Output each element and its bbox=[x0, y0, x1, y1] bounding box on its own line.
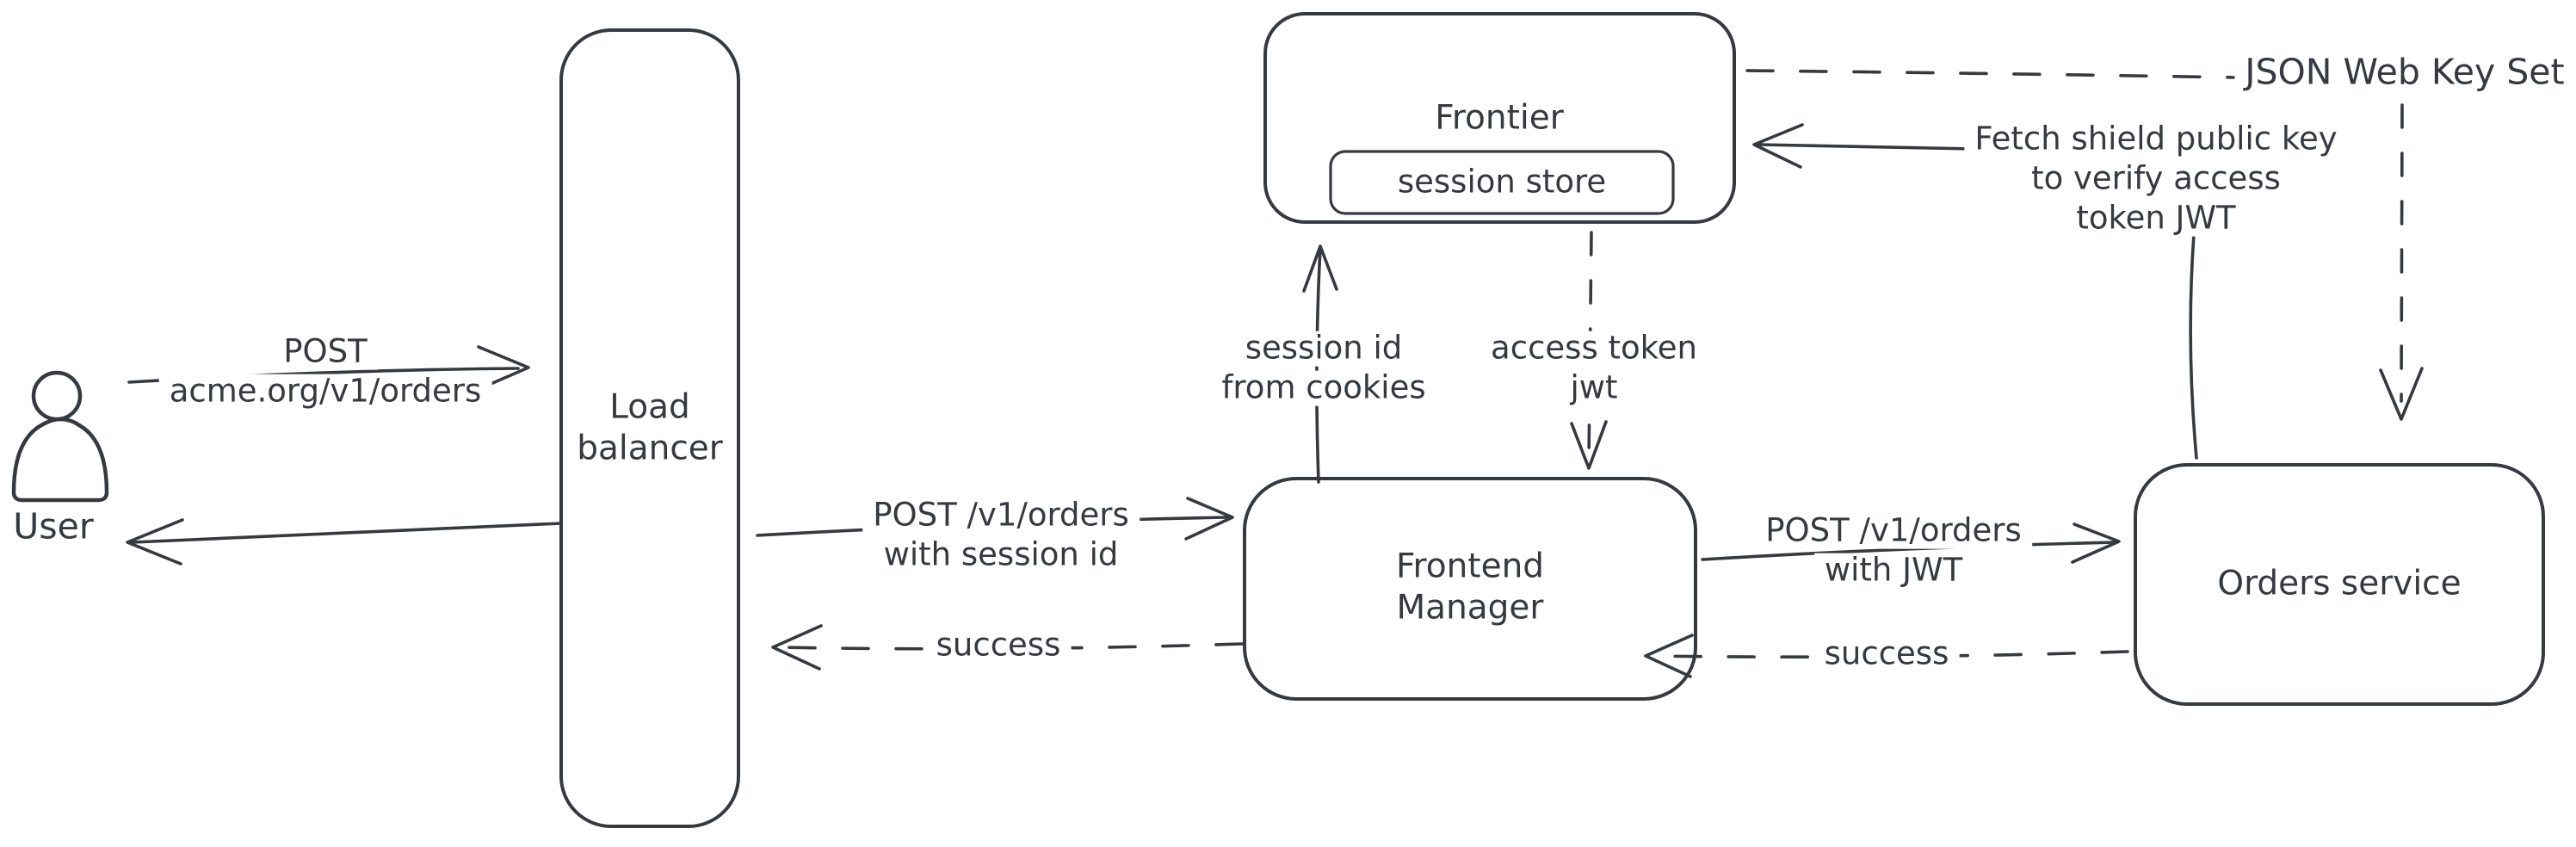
edge-label-line: with session id bbox=[873, 537, 1129, 573]
orders-service-box bbox=[2134, 463, 2545, 706]
jwks-label: JSON Web Key Set bbox=[2234, 53, 2575, 92]
edge-label-line: acme.org/v1/orders bbox=[158, 374, 492, 410]
edge-label-line: POST /v1/orders bbox=[1755, 513, 2032, 549]
node-label-line: Frontend bbox=[1395, 547, 1545, 586]
arrow-line bbox=[1701, 541, 2117, 561]
edge-label-session-id: session id from cookies bbox=[1211, 331, 1436, 406]
edge-label-line: from cookies bbox=[1211, 370, 1436, 406]
arrowhead-up bbox=[1302, 244, 1338, 293]
arrowhead-right bbox=[2071, 522, 2121, 564]
edge-label-line: token JWT bbox=[2066, 201, 2246, 237]
edge-label-fm-to-orders: POST /v1/orders with JWT bbox=[1755, 513, 2032, 589]
arrowhead-left bbox=[1644, 634, 1694, 678]
edge-label-user-to-lb: POST acme.org/v1/orders bbox=[158, 334, 492, 410]
arrowhead-left bbox=[126, 518, 184, 566]
arrowhead-left bbox=[1752, 123, 1804, 169]
frontend-manager-label: Frontend Manager bbox=[1391, 549, 1549, 628]
arrow-frontend-manager-to-orders-service bbox=[1701, 522, 2121, 564]
edge-label-line: access token bbox=[1480, 331, 1708, 367]
arrowhead-right bbox=[1184, 497, 1234, 541]
arrowhead-down bbox=[1570, 420, 1608, 470]
frontend-manager-box bbox=[1243, 477, 1697, 701]
session-store-box bbox=[1329, 150, 1675, 215]
user-body bbox=[11, 417, 109, 503]
edge-label-access-token: access token jwt bbox=[1480, 331, 1708, 406]
arrow-orders-service-to-frontier bbox=[1752, 123, 2198, 460]
load-balancer-box bbox=[559, 28, 740, 828]
edge-label-line: POST /v1/orders bbox=[862, 498, 1140, 534]
edge-label-line: with JWT bbox=[1813, 553, 1974, 589]
line-frontier-to-jwks bbox=[1745, 69, 2238, 79]
edge-label-orders-to-fm-success: success bbox=[1813, 636, 1960, 672]
edge-label-fm-to-lb-success: success bbox=[925, 628, 1072, 664]
node-label-line: Orders service bbox=[2217, 564, 2462, 603]
edge-label-line: success bbox=[925, 628, 1072, 664]
arrow-load-balancer-to-user bbox=[126, 518, 563, 566]
node-label-line: Manager bbox=[1396, 588, 1544, 628]
edge-label-line: POST bbox=[273, 334, 378, 370]
user-label-text: User bbox=[13, 505, 94, 547]
arrowhead-right bbox=[475, 345, 530, 392]
fetch-key-label: Fetch shield public key to verify access… bbox=[1964, 121, 2348, 237]
node-label-line: session store bbox=[1397, 163, 1607, 201]
edge-label-line: to verify access bbox=[2021, 161, 2291, 197]
node-label-line: Load bbox=[609, 387, 690, 427]
user-head bbox=[31, 370, 83, 422]
arrowhead-down bbox=[2379, 367, 2424, 421]
user-label: User bbox=[8, 507, 98, 546]
edge-label-line: jwt bbox=[1560, 370, 1628, 406]
user-figure bbox=[11, 370, 109, 503]
edge-label-line: JSON Web Key Set bbox=[2234, 53, 2575, 92]
load-balancer-label: Load balancer bbox=[571, 390, 728, 468]
session-store-label: session store bbox=[1393, 165, 1611, 201]
edge-label-lb-to-fm: POST /v1/orders with session id bbox=[862, 498, 1140, 573]
arrow-line bbox=[2400, 103, 2404, 403]
edge-label-line: success bbox=[1813, 636, 1960, 672]
arrow-jwks-to-orders-service bbox=[2379, 103, 2424, 421]
arrow-line bbox=[1757, 143, 1975, 151]
arrow-line bbox=[131, 522, 563, 544]
curve-from-orders bbox=[2189, 232, 2198, 460]
edge-label-line: Fetch shield public key bbox=[1964, 121, 2348, 158]
frontier-box bbox=[1263, 12, 1736, 224]
orders-service-label: Orders service bbox=[2212, 566, 2466, 603]
node-label-line: Frontier bbox=[1435, 98, 1564, 138]
dashed-line bbox=[1745, 69, 2238, 79]
frontier-label: Frontier bbox=[1430, 101, 1569, 138]
arrowhead-left bbox=[771, 624, 823, 671]
node-label-line: balancer bbox=[577, 429, 723, 468]
edge-label-line: session id bbox=[1234, 331, 1413, 367]
